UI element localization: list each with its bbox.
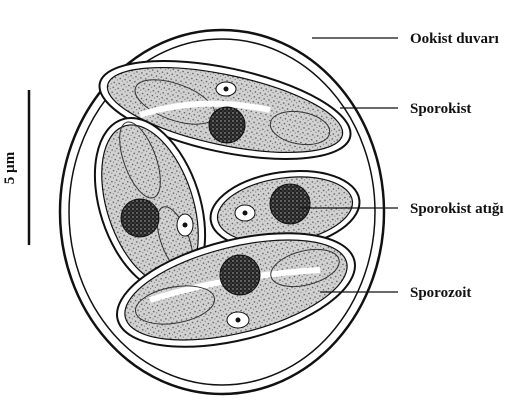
label-sporozoite: Sporozoit bbox=[410, 285, 471, 301]
label-sporocyst-residuum: Sporokist atığı bbox=[410, 201, 504, 217]
label-oocyst-wall: Ookist duvarı bbox=[410, 31, 499, 47]
scale-bar-label: 5 µm bbox=[2, 151, 18, 184]
label-sporocyst: Sporokist bbox=[410, 101, 471, 117]
scale-bar: 5 µm bbox=[2, 90, 29, 245]
